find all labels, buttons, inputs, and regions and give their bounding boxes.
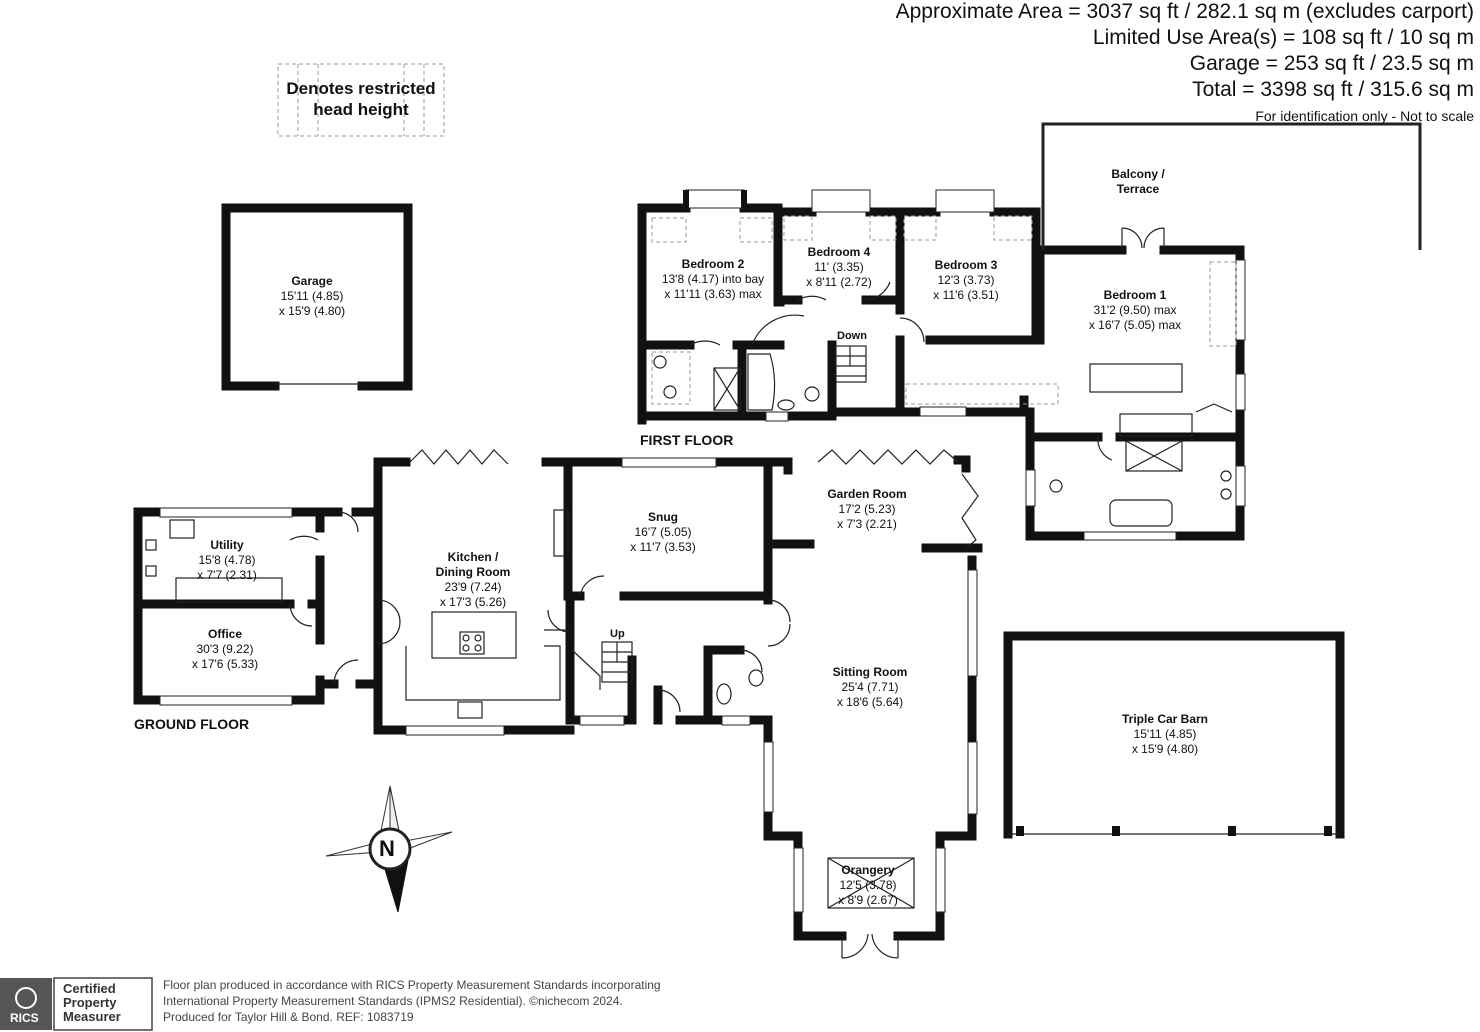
garage-walls xyxy=(221,203,413,391)
room-dim: x 8'11 (2.72) xyxy=(806,275,872,289)
room-name: Bedroom 4 xyxy=(807,245,871,259)
ground-floor-fixtures xyxy=(145,449,979,959)
footer-line-3: Produced for Taylor Hill & Bond. REF: 10… xyxy=(163,1010,414,1024)
room-label-garden-room: Garden Room 17'2 (5.23) x 7'3 (2.21) xyxy=(827,487,906,532)
room-label-bedroom-2: Bedroom 2 13'8 (4.17) into bay x 11'11 (… xyxy=(662,257,764,302)
room-dim: 15'8 (4.78) xyxy=(198,553,256,567)
compass-rose xyxy=(325,785,453,913)
room-dim: x 11'11 (3.63) max xyxy=(664,287,762,301)
room-name: Sitting Room xyxy=(832,665,908,679)
first-floor-fixtures xyxy=(651,215,1237,527)
room-dim: 16'7 (5.05) xyxy=(634,525,692,539)
room-dim: 13'8 (4.17) into bay xyxy=(661,272,765,286)
restricted-head-height-legend-box xyxy=(277,63,445,137)
area-line-total: Total = 3398 sq ft / 315.6 sq m xyxy=(1192,78,1474,101)
room-dim: x 11'7 (3.53) xyxy=(630,540,696,554)
ground-floor-label: GROUND FLOOR xyxy=(134,716,250,732)
room-name: Balcony / xyxy=(1111,167,1165,181)
first-floor-label: FIRST FLOOR xyxy=(640,432,734,448)
room-dim: x 18'6 (5.64) xyxy=(836,695,904,709)
room-dim: x 7'7 (2.31) xyxy=(197,568,257,582)
room-name: Terrace xyxy=(1116,182,1160,196)
room-label-bedroom-1: Bedroom 1 31'2 (9.50) max x 16'7 (5.05) … xyxy=(1089,288,1181,333)
room-dim: 31'2 (9.50) max xyxy=(1093,303,1177,317)
room-dim: x 8'9 (2.67) xyxy=(838,893,898,907)
room-dim: 12'5 (3.78) xyxy=(839,878,897,892)
room-label-garage: Garage 15'11 (4.85) x 15'9 (4.80) xyxy=(279,274,345,319)
room-dim: 23'9 (7.24) xyxy=(444,580,502,594)
room-label-utility: Utility 15'8 (4.78) x 7'7 (2.31) xyxy=(197,538,257,583)
room-label-sitting-room: Sitting Room 25'4 (7.71) x 18'6 (5.64) xyxy=(833,665,908,710)
room-name: Utility xyxy=(210,538,244,552)
compass-north-letter: N xyxy=(379,836,395,861)
ground-floor-walls xyxy=(133,455,983,941)
legend-line-1: Denotes restricted xyxy=(286,79,436,98)
stairs-down-label: Down xyxy=(837,330,867,342)
footer-line-2: International Property Measurement Stand… xyxy=(163,994,623,1008)
room-name: Orangery xyxy=(841,863,895,877)
area-line-garage: Garage = 253 sq ft / 23.5 sq m xyxy=(1189,52,1474,75)
room-label-bedroom-4: Bedroom 4 11' (3.35) x 8'11 (2.72) xyxy=(806,245,871,290)
room-dim: x 17'6 (5.33) xyxy=(191,657,259,671)
rics-badge xyxy=(0,977,153,1031)
triple-car-barn-walls xyxy=(1003,631,1345,839)
rics-logo-text: RICS xyxy=(10,1011,39,1025)
room-name: Garden Room xyxy=(827,487,907,501)
restricted-head-height-legend: Denotes restricted head height xyxy=(278,64,444,136)
room-dim: 30'3 (9.22) xyxy=(196,642,254,656)
room-dim: 15'11 (4.85) xyxy=(1133,727,1197,741)
legend-line-2: head height xyxy=(313,100,409,119)
room-name: Snug xyxy=(648,510,678,524)
room-label-triple-car-barn: Triple Car Barn 15'11 (4.85) x 15'9 (4.8… xyxy=(1122,712,1208,757)
room-name: Dining Room xyxy=(435,565,511,579)
certified-property-measurer: Certified Property Measurer xyxy=(63,982,121,1024)
room-label-kitchen-dining: Kitchen / Dining Room 23'9 (7.24) x 17'3… xyxy=(436,550,511,610)
area-line-approximate: Approximate Area = 3037 sq ft / 282.1 sq… xyxy=(895,0,1474,23)
room-label-bedroom-3: Bedroom 3 12'3 (3.73) x 11'6 (3.51) xyxy=(933,258,998,303)
room-name: Office xyxy=(207,627,243,641)
room-name: Kitchen / xyxy=(447,550,499,564)
room-dim: 11' (3.35) xyxy=(814,260,864,274)
room-dim: x 15'9 (4.80) xyxy=(278,304,346,318)
room-dim: x 7'3 (2.21) xyxy=(837,517,897,531)
room-dim: x 16'7 (5.05) max xyxy=(1088,318,1182,332)
room-name: Triple Car Barn xyxy=(1121,712,1209,726)
room-name: Bedroom 3 xyxy=(934,258,998,272)
room-label-orangery: Orangery 12'5 (3.78) x 8'9 (2.67) xyxy=(838,863,898,908)
room-label-balcony-terrace: Balcony / Terrace xyxy=(1111,167,1164,197)
room-dim: x 17'3 (5.26) xyxy=(439,595,507,609)
room-name: Garage xyxy=(291,274,333,288)
cert-line: Measurer xyxy=(63,1009,121,1024)
room-name: Bedroom 1 xyxy=(1103,288,1167,302)
room-dim: x 11'6 (3.51) xyxy=(933,288,999,302)
cert-line: Property xyxy=(63,995,117,1010)
room-dim: x 15'9 (4.80) xyxy=(1131,742,1199,756)
footer-line-1: Floor plan produced in accordance with R… xyxy=(163,978,661,992)
room-dim: 25'4 (7.71) xyxy=(841,680,899,694)
not-to-scale-note: For identification only - Not to scale xyxy=(1255,108,1474,124)
first-floor-walls xyxy=(637,122,1422,541)
room-name: Bedroom 2 xyxy=(681,257,745,271)
room-dim: 17'2 (5.23) xyxy=(838,502,896,516)
cert-line: Certified xyxy=(63,981,116,996)
area-line-limited-use: Limited Use Area(s) = 108 sq ft / 10 sq … xyxy=(1092,26,1474,49)
room-label-office: Office 30'3 (9.22) x 17'6 (5.33) xyxy=(192,627,258,672)
room-label-snug: Snug 16'7 (5.05) x 11'7 (3.53) xyxy=(630,510,695,555)
room-dim: 15'11 (4.85) xyxy=(280,289,344,303)
room-dim: 12'3 (3.73) xyxy=(937,273,995,287)
stairs-up-label: Up xyxy=(610,628,625,640)
